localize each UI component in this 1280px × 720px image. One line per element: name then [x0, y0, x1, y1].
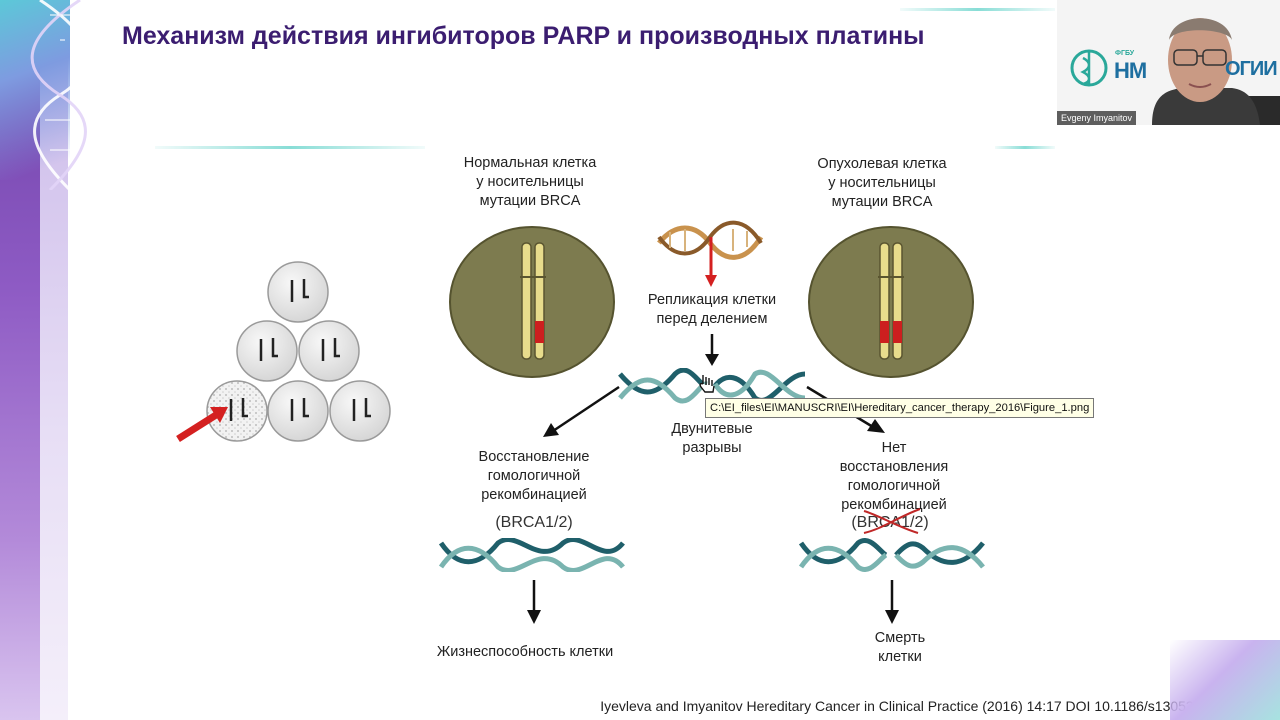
decor-line: [900, 8, 1055, 11]
bottom-right-decor: [1170, 640, 1280, 720]
hr-repair-label: Восстановление гомологичной рекомбинацие…: [478, 449, 590, 503]
cross-out-mark: [863, 508, 921, 534]
citation: Iyevleva and Imyanitov Hereditary Cancer…: [600, 698, 1270, 714]
tumor-cell-label: Опухолевая клетка у носительницы мутации…: [817, 156, 947, 210]
file-path-tooltip: C:\EI_files\EI\MANUSCRI\EI\Hereditary_ca…: [705, 398, 1095, 418]
down-arrow: [705, 334, 719, 366]
brca-left-label: (BRCA1/2): [495, 514, 573, 531]
presenter-name-tag: Evgeny Imyanitov: [1057, 111, 1137, 125]
tumor-cell: [808, 226, 974, 378]
intact-dna-strand: [438, 538, 625, 572]
logo-icon: [1070, 49, 1108, 87]
normal-cell: [449, 226, 615, 378]
decor-line: [995, 146, 1055, 149]
slide-title: Механизм действия ингибиторов PARP и про…: [122, 22, 925, 50]
dsb-label: Двунитевые разрывы: [671, 421, 753, 456]
no-repair-label: Нет восстановления гомологичной рекомбин…: [839, 440, 949, 513]
presenter-video[interactable]: ФГБУ НМ ОГИИ: [1057, 0, 1280, 125]
logo-small-text: ФГБУ: [1115, 50, 1135, 57]
broken-dna-strand: [798, 538, 985, 572]
dna-helix-decor-icon: [30, 0, 90, 190]
replication-label: Репликация клетки перед делением: [647, 292, 777, 327]
viability-label: Жизнеспособность клетки: [436, 644, 614, 660]
logo-big-text-right: ОГИИ: [1225, 58, 1278, 80]
death-label: Смерть клетки: [874, 630, 926, 665]
decor-line: [155, 146, 425, 149]
cell-cluster: [176, 261, 391, 442]
presenter-video-frame: [1057, 0, 1280, 125]
dna-icon: [657, 220, 764, 287]
logo-big-text: НМ: [1114, 58, 1147, 83]
red-arrow-icon: [176, 407, 228, 442]
down-arrow: [885, 580, 899, 624]
down-arrow: [527, 580, 541, 624]
hand-cursor-icon: [699, 375, 715, 393]
normal-cell-label: Нормальная клетка у носительницы мутации…: [463, 155, 597, 209]
